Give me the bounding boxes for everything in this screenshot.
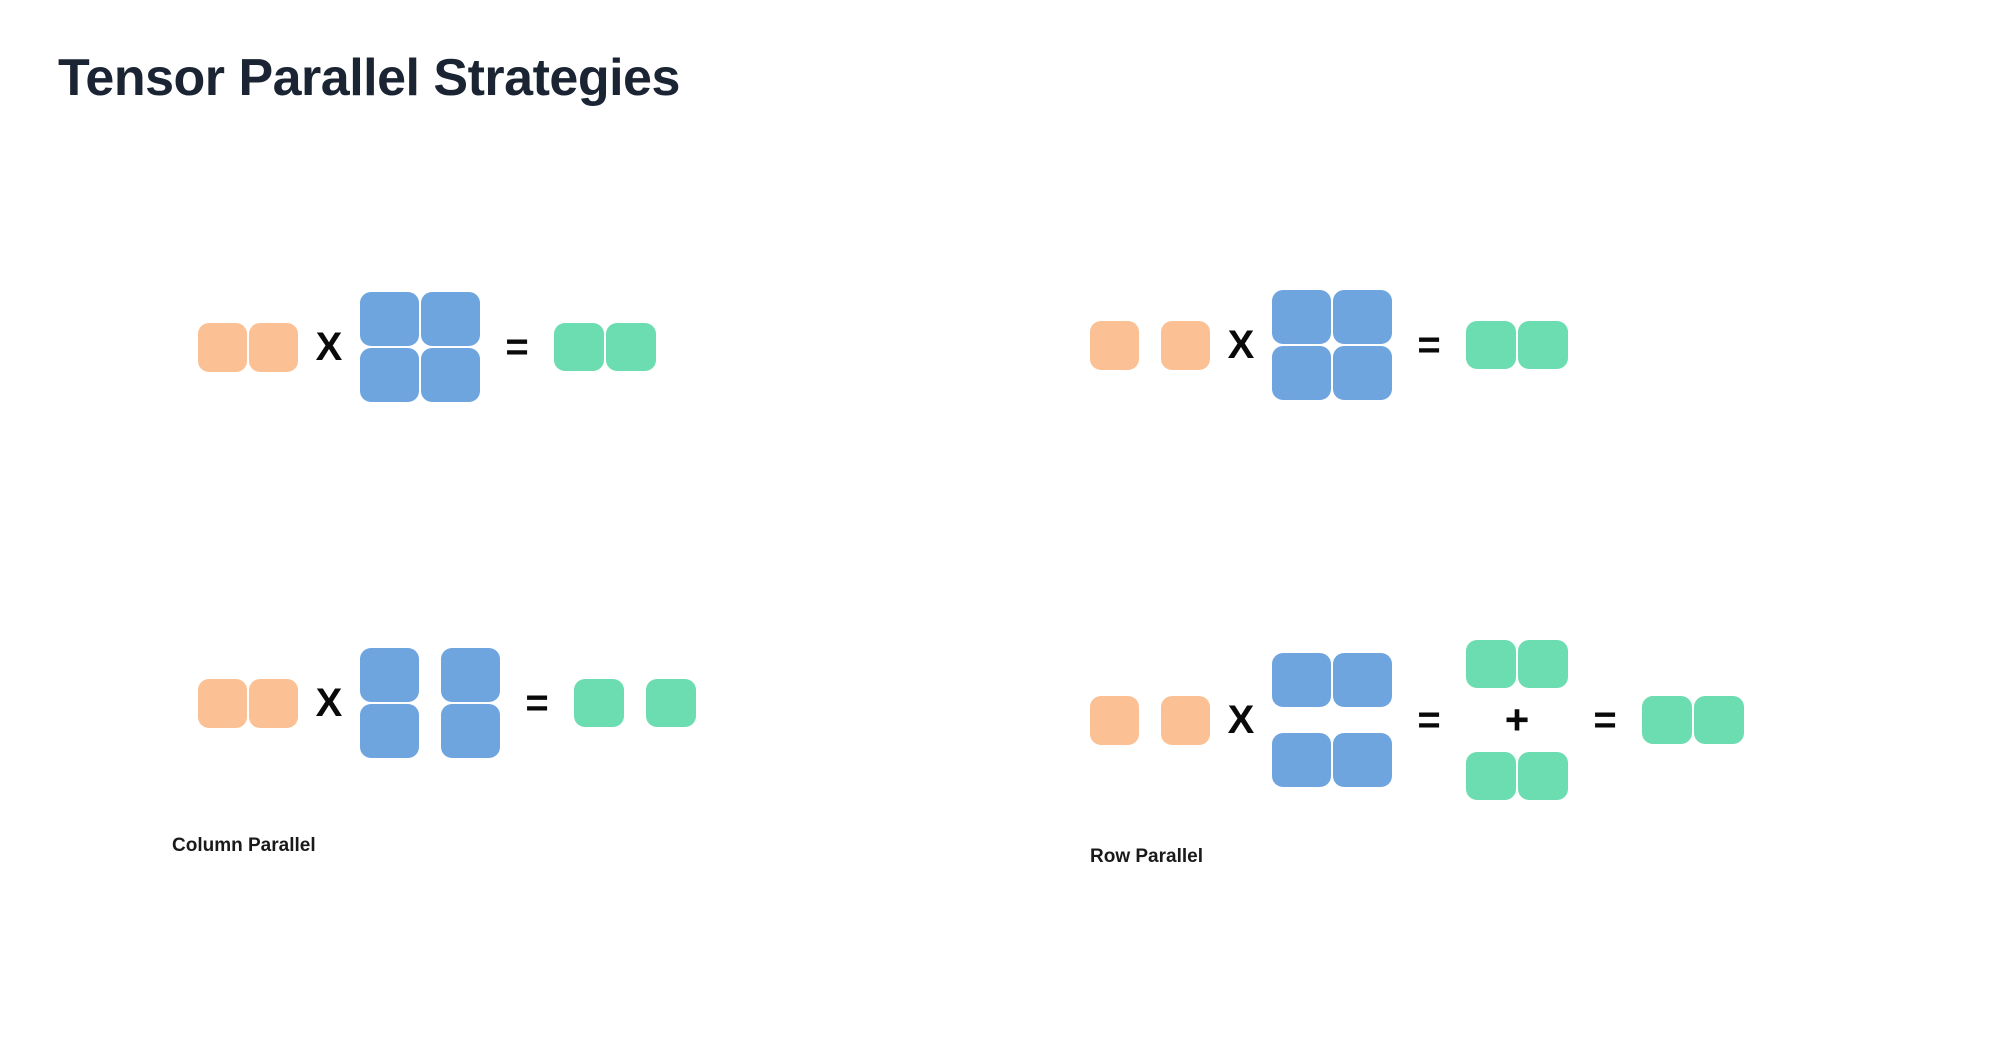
matrix-cell-blue bbox=[360, 292, 419, 346]
matrix-cell-blue bbox=[421, 292, 480, 346]
weight-column-shard bbox=[441, 648, 500, 758]
matrix-cell-blue bbox=[1333, 346, 1392, 400]
matrix-cell-blue bbox=[1333, 653, 1392, 707]
equals-operator: = bbox=[505, 325, 529, 369]
matrix-cell-green bbox=[1518, 321, 1568, 369]
matrix-cell-orange bbox=[198, 322, 247, 372]
input-activation-matrix-sharded bbox=[1090, 695, 1210, 745]
matrix-cell-blue bbox=[441, 704, 500, 758]
weight-matrix-row-sharded bbox=[1272, 653, 1392, 787]
partial-output-stack: + bbox=[1466, 640, 1568, 800]
matrix-cell-green bbox=[606, 323, 656, 371]
matrix-cell-orange bbox=[1161, 320, 1210, 370]
weight-matrix-row bbox=[360, 348, 480, 402]
diagram-full-matmul-right: X = bbox=[1090, 290, 1568, 400]
partial-output-matrix bbox=[1466, 752, 1568, 800]
input-activation-matrix bbox=[198, 678, 298, 728]
matrix-cell-green bbox=[1466, 640, 1516, 688]
equals-operator: = bbox=[1417, 698, 1441, 742]
weight-matrix bbox=[360, 292, 480, 402]
multiply-operator: X bbox=[315, 681, 343, 725]
matrix-cell-blue bbox=[1272, 290, 1331, 344]
output-matrix bbox=[1466, 321, 1568, 369]
diagram-row-parallel: X = + = bbox=[1090, 640, 1744, 800]
matrix-cell-orange bbox=[1161, 695, 1210, 745]
matrix-cell-green bbox=[646, 679, 696, 727]
matrix-cell-blue bbox=[360, 348, 419, 402]
matrix-cell-green bbox=[1694, 696, 1744, 744]
matrix-cell-green bbox=[1466, 752, 1516, 800]
matrix-cell-green bbox=[1466, 321, 1516, 369]
weight-row-shard bbox=[1272, 653, 1392, 707]
weight-matrix-row bbox=[1272, 346, 1392, 400]
matrix-cell-blue bbox=[1272, 653, 1331, 707]
matrix-cell-orange bbox=[1090, 695, 1139, 745]
matrix-cell-green bbox=[574, 679, 624, 727]
matrix-cell-green bbox=[1642, 696, 1692, 744]
weight-row-shard bbox=[1272, 733, 1392, 787]
diagram-column-parallel: X = bbox=[198, 648, 696, 758]
matrix-cell-green bbox=[554, 323, 604, 371]
matrix-cell-orange bbox=[1090, 320, 1139, 370]
matrix-cell-orange bbox=[249, 678, 298, 728]
weight-matrix-row bbox=[1272, 290, 1392, 344]
multiply-operator: X bbox=[1227, 698, 1255, 742]
weight-column-shard bbox=[360, 648, 419, 758]
matrix-cell-blue bbox=[1333, 290, 1392, 344]
multiply-operator: X bbox=[315, 325, 343, 369]
matrix-cell-green bbox=[1518, 752, 1568, 800]
input-activation-matrix-sharded bbox=[1090, 320, 1210, 370]
label-column-parallel: Column Parallel bbox=[172, 835, 316, 856]
matrix-cell-green bbox=[1518, 640, 1568, 688]
matrix-cell-orange bbox=[198, 678, 247, 728]
plus-operator: + bbox=[1504, 696, 1530, 743]
matrix-cell-blue bbox=[360, 704, 419, 758]
matrix-cell-blue bbox=[1272, 346, 1331, 400]
matrix-cell-blue bbox=[1333, 733, 1392, 787]
matrix-cell-blue bbox=[1272, 733, 1331, 787]
weight-matrix-row bbox=[360, 292, 480, 346]
equals-operator: = bbox=[1593, 698, 1617, 742]
weight-matrix bbox=[1272, 290, 1392, 400]
output-matrix-column-sharded bbox=[574, 679, 696, 727]
matrix-cell-blue bbox=[441, 648, 500, 702]
partial-output-matrix bbox=[1466, 640, 1568, 688]
input-activation-matrix bbox=[198, 322, 298, 372]
output-matrix bbox=[1642, 696, 1744, 744]
diagram-full-matmul-left: X = bbox=[198, 292, 656, 402]
equals-operator: = bbox=[525, 681, 549, 725]
page-title: Tensor Parallel Strategies bbox=[58, 49, 680, 107]
weight-matrix-column-sharded bbox=[360, 648, 500, 758]
multiply-operator: X bbox=[1227, 323, 1255, 367]
equals-operator: = bbox=[1417, 323, 1441, 367]
output-matrix bbox=[554, 323, 656, 371]
matrix-cell-blue bbox=[360, 648, 419, 702]
matrix-cell-orange bbox=[249, 322, 298, 372]
matrix-cell-blue bbox=[421, 348, 480, 402]
label-row-parallel: Row Parallel bbox=[1090, 846, 1203, 867]
